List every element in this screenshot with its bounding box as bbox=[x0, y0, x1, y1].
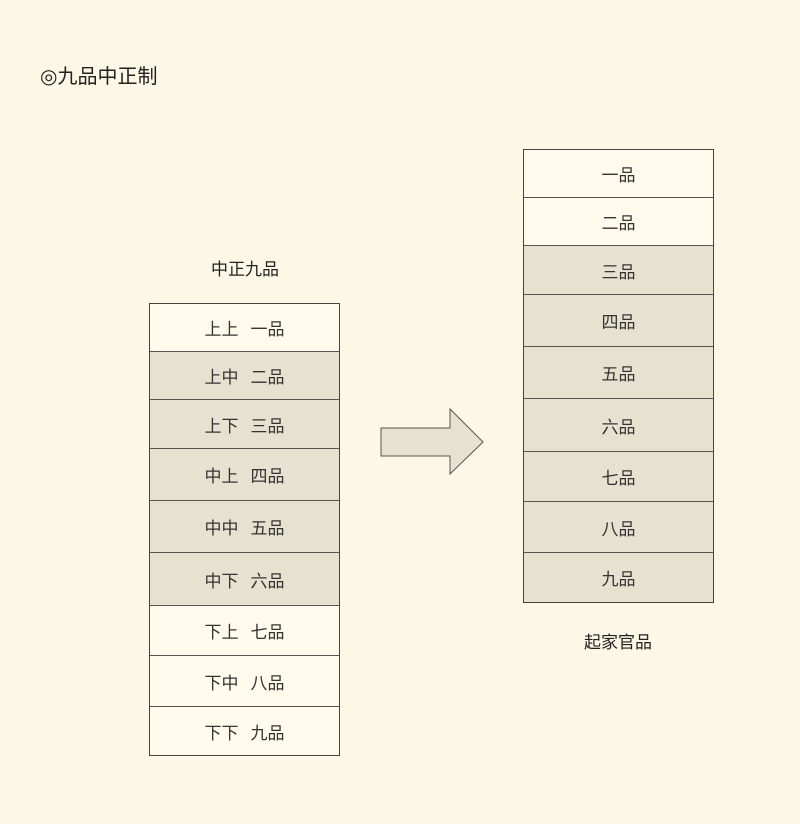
grade-label: 上下 bbox=[204, 416, 239, 437]
left-table-row: 上下三品 bbox=[150, 400, 339, 449]
grade-label: 上上 bbox=[204, 320, 239, 340]
left-table-row: 上中二品 bbox=[150, 352, 339, 400]
rank-label: 一品 bbox=[601, 166, 636, 186]
left-table-row: 下下九品 bbox=[150, 707, 339, 755]
grade-label: 中中 bbox=[204, 519, 239, 539]
left-table-label: 中正九品 bbox=[211, 260, 279, 280]
rank-label: 九品 bbox=[250, 723, 285, 744]
right-table-row: 八品 bbox=[524, 502, 713, 553]
rank-label: 七品 bbox=[601, 469, 636, 489]
grade-label: 下上 bbox=[204, 623, 239, 643]
rank-label: 七品 bbox=[250, 623, 285, 643]
right-table-label: 起家官品 bbox=[584, 633, 652, 653]
rank-label: 八品 bbox=[250, 673, 285, 694]
rank-label: 一品 bbox=[250, 320, 285, 340]
rank-label: 三品 bbox=[601, 262, 636, 283]
left-table-row: 中中五品 bbox=[150, 501, 339, 553]
rank-label: 五品 bbox=[250, 519, 285, 539]
grade-label: 中下 bbox=[204, 571, 239, 592]
left-table-row: 上上一品 bbox=[150, 304, 339, 352]
rank-label: 九品 bbox=[601, 570, 636, 590]
right-table-row: 五品 bbox=[524, 347, 713, 399]
rank-label: 四品 bbox=[250, 467, 285, 487]
grade-label: 上中 bbox=[204, 368, 239, 388]
right-table-row: 三品 bbox=[524, 246, 713, 295]
grade-label: 中上 bbox=[204, 467, 239, 487]
left-table-row: 下中八品 bbox=[150, 656, 339, 707]
page-title: ◎九品中正制 bbox=[40, 64, 158, 88]
right-table-row: 六品 bbox=[524, 399, 713, 452]
rank-label: 八品 bbox=[601, 519, 636, 540]
right-table-row: 七品 bbox=[524, 452, 713, 502]
rank-label: 三品 bbox=[250, 416, 285, 437]
grade-label: 下下 bbox=[204, 723, 239, 744]
rank-label: 二品 bbox=[250, 368, 285, 388]
rank-label: 四品 bbox=[601, 313, 636, 333]
right-table-row: 四品 bbox=[524, 295, 713, 347]
grade-label: 下中 bbox=[204, 673, 239, 694]
rank-label: 六品 bbox=[250, 571, 285, 592]
arrow-right-icon bbox=[380, 407, 484, 475]
left-table-row: 下上七品 bbox=[150, 606, 339, 656]
left-table-row: 中下六品 bbox=[150, 553, 339, 606]
rank-label: 二品 bbox=[601, 214, 636, 234]
right-table-row: 二品 bbox=[524, 198, 713, 246]
rank-label: 六品 bbox=[601, 417, 636, 438]
right-table-row: 一品 bbox=[524, 150, 713, 198]
right-table: 一品二品三品四品五品六品七品八品九品 bbox=[523, 149, 714, 603]
right-table-row: 九品 bbox=[524, 553, 713, 602]
left-table: 上上一品上中二品上下三品中上四品中中五品中下六品下上七品下中八品下下九品 bbox=[149, 303, 340, 756]
left-table-row: 中上四品 bbox=[150, 449, 339, 501]
rank-label: 五品 bbox=[601, 365, 636, 385]
